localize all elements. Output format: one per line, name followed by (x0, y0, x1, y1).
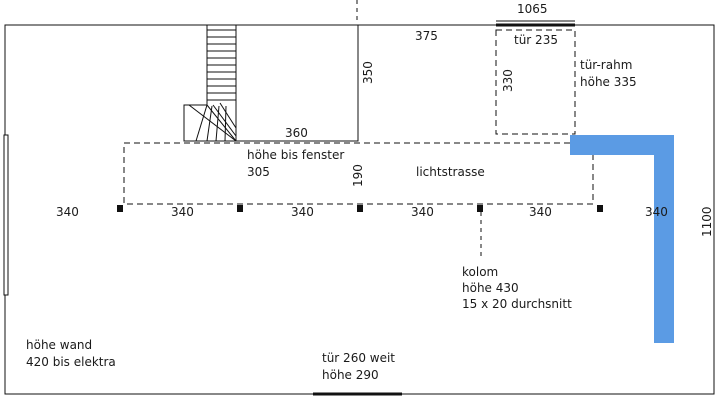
bottom-door-label-2: höhe 290 (322, 368, 379, 382)
spacing-label-5: 340 (529, 205, 552, 219)
lichtstrasse-height-label: 190 (351, 164, 365, 187)
spacing-label-6: 340 (645, 205, 668, 219)
lichtstrasse-dashed (123, 142, 594, 205)
left-wall-opening (3, 134, 9, 296)
top-door-label: tür 235 (514, 33, 558, 47)
spacing-label-2: 340 (171, 205, 194, 219)
spacing-label-4: 340 (411, 205, 434, 219)
stair-width-label: 360 (285, 126, 308, 140)
staircase (183, 24, 359, 142)
column-label-1: kolom (462, 265, 498, 279)
column-marker-4 (477, 205, 483, 212)
top-width-label: 1065 (517, 2, 548, 16)
bottom-door-label-1: tür 260 weit (322, 351, 395, 365)
area-375-label: 375 (415, 29, 438, 43)
column-marker-1 (117, 205, 123, 212)
right-height-label: 1100 (700, 206, 714, 237)
door-width-label: 330 (501, 69, 515, 92)
column-marker-2 (237, 205, 243, 212)
lichtstrasse-label: lichtstrasse (416, 165, 485, 179)
window-height-label-1: höhe bis fenster (247, 148, 344, 162)
wall-label-2: 420 bis elektra (26, 355, 116, 369)
wall-label-1: höhe wand (26, 338, 92, 352)
door-frame-dashed (495, 29, 576, 135)
spacing-label-1: 340 (56, 205, 79, 219)
column-marker-5 (597, 205, 603, 212)
column-marker-3 (357, 205, 363, 212)
door-frame-label-1: tür-rahm (580, 58, 632, 72)
column-label-2: höhe 430 (462, 281, 519, 295)
stair-height-label: 350 (361, 61, 375, 84)
blue-l-element (570, 135, 674, 343)
column-label-3: 15 x 20 durchsnitt (462, 297, 572, 311)
window-height-label-2: 305 (247, 165, 270, 179)
spacing-label-3: 340 (291, 205, 314, 219)
door-frame-label-2: höhe 335 (580, 75, 637, 89)
